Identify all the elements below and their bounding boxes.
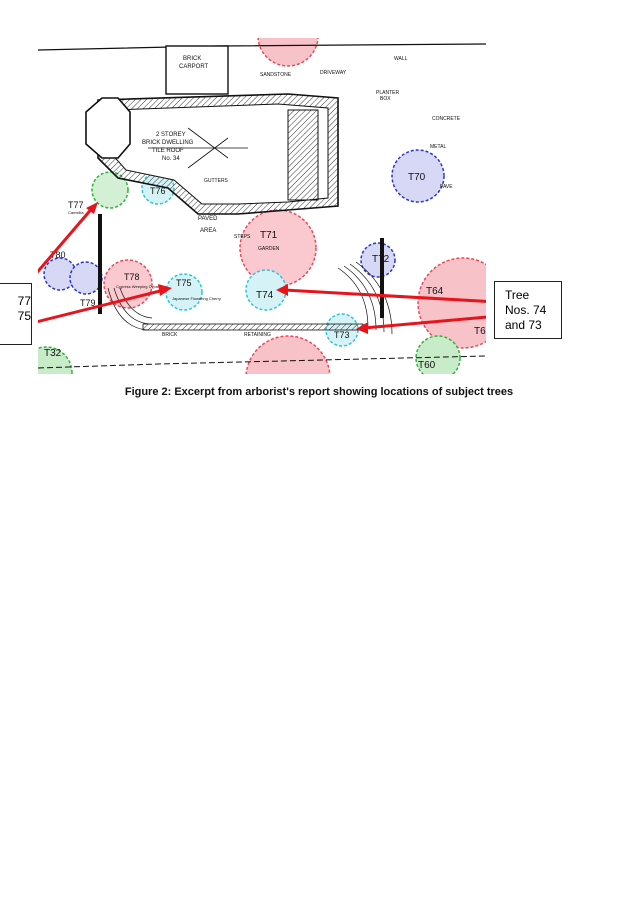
callout-left: 77 75	[0, 283, 32, 345]
plan-label-pave: PAVE	[440, 184, 453, 190]
building-line-3: TILE ROOF	[152, 148, 184, 154]
tree-label-t76: T76	[150, 186, 166, 196]
west-wall	[98, 214, 102, 314]
dwelling-interior	[109, 103, 329, 205]
plan-label-concrete: CONCRETE	[432, 116, 461, 122]
tree-canopy-t70	[391, 149, 445, 203]
tree-canopy-t60	[415, 335, 461, 374]
callout-right: Tree Nos. 74 and 73	[494, 281, 562, 339]
plan-label-planter-2: BOX	[380, 96, 391, 102]
tree-label-t75: T75	[176, 278, 192, 288]
tree-canopy-t79	[69, 261, 103, 295]
carport-outline	[165, 45, 229, 95]
tree-canopy-t77	[91, 171, 129, 209]
tree-label-t64: T64	[426, 286, 444, 297]
tree-label-t78: T78	[124, 272, 140, 282]
arrow-to-t73-head	[356, 322, 368, 334]
tree-label-t80: T80	[50, 250, 66, 260]
plan-label-paved: PAVED	[198, 216, 218, 222]
building-line-2: BRICK DWELLING	[142, 140, 194, 146]
plan-label-steps: STEPS	[234, 234, 251, 240]
building-line-4: No. 34	[162, 156, 180, 162]
tree-label-t73: T73	[334, 330, 350, 340]
plan-label-garden: GARDEN	[258, 246, 280, 252]
plan-label-sandstone: SANDSTONE	[260, 72, 292, 78]
plan-label-carport-2: CARPORT	[179, 64, 209, 70]
tree-note-t78: Cypress Weeping Cypress	[116, 284, 163, 289]
tree-note-t77: Camellia	[68, 210, 84, 215]
arrow-to-t73-line	[363, 315, 486, 330]
boundary-line-bottom	[38, 355, 486, 369]
retaining-wall	[142, 323, 364, 331]
callout-left-line-2: 75	[17, 309, 31, 323]
tree-label-t70: T70	[408, 172, 426, 183]
tree-label-t6: T6	[474, 326, 486, 337]
tree-canopy-bottom	[245, 335, 331, 374]
tree-canopy-t32	[38, 346, 73, 374]
arrow-to-t74-head	[276, 284, 288, 296]
plan-label-wall: WALL	[394, 56, 408, 62]
figure-caption: Figure 2: Excerpt from arborist's report…	[124, 386, 514, 398]
dwelling-wing	[287, 109, 319, 201]
tree-label-t32: T32	[44, 348, 62, 359]
tree-label-t60: T60	[418, 360, 436, 371]
plan-label-retaining: RETAINING	[244, 332, 271, 338]
tree-label-t71: T71	[260, 230, 278, 241]
dwelling-bay	[85, 97, 131, 159]
tree-label-t77: T77	[68, 200, 84, 210]
plan-label-planter-1: PLANTER	[376, 90, 399, 96]
arrows	[38, 202, 486, 334]
tree-label-t79: T79	[80, 298, 96, 308]
callout-right-line-2: Nos. 74	[505, 303, 547, 317]
callout-right-line-3: and 73	[505, 318, 542, 332]
arrow-to-t77-line	[38, 205, 96, 274]
callout-left-line-1: 77	[17, 294, 31, 308]
tree-label-t72: T72	[372, 254, 390, 265]
roof-hip-2	[187, 137, 229, 169]
plan-label-area: AREA	[200, 228, 216, 234]
plan-label-carport-1: BRICK	[183, 56, 201, 62]
arrow-to-t77-head	[86, 202, 98, 214]
arrow-to-t75-head	[158, 284, 172, 296]
callout-right-line-1: Tree	[505, 288, 530, 302]
tree-canopy-t72	[360, 242, 396, 278]
plan-label-gutters: GUTTERS	[204, 178, 229, 184]
tree-canopy-t64	[417, 257, 486, 349]
plan-label-brick: BRICK	[162, 332, 178, 338]
arrow-to-t75-line	[38, 288, 165, 324]
site-plan-excerpt: BRICK CARPORT SANDSTONE DRIVEWAY WALL CO…	[38, 38, 486, 374]
tree-canopy-t71	[239, 209, 317, 287]
tree-label-t74: T74	[256, 290, 274, 301]
tree-canopy-top	[257, 38, 319, 67]
side-wall	[380, 238, 384, 318]
plan-label-metal: METAL	[430, 144, 447, 150]
building-line-1: 2 STOREY	[156, 132, 186, 138]
roof-hip-1	[187, 127, 229, 159]
tree-note-t75: Japanese Flowering Cherry	[172, 296, 221, 301]
arrow-to-t74-line	[283, 288, 486, 303]
plan-label-driveway: DRIVEWAY	[320, 70, 347, 76]
